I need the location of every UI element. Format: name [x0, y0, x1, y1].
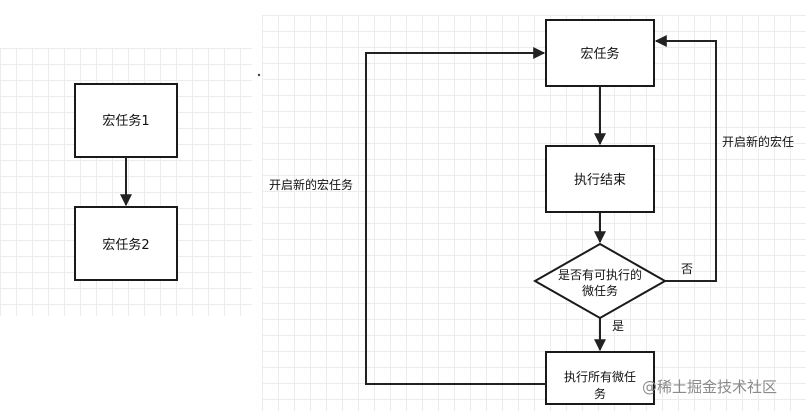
macro-task-label: 宏任务 [580, 46, 619, 62]
loop-label-right: 开启新的宏任 [722, 134, 794, 149]
yes-label: 是 [612, 319, 624, 333]
left-flowchart: 宏任务1 宏任务2 [74, 83, 178, 281]
execute-microtasks-label-line-1: 执行所有微任 [564, 370, 636, 384]
execute-microtasks-box [545, 351, 655, 405]
execute-microtasks-label-line-2: 务 [594, 386, 606, 401]
loop-label-left: 开启新的宏任务 [269, 177, 353, 192]
no-label: 否 [681, 262, 693, 276]
loop-arrow-right [654, 35, 717, 282]
decision-label-line-2: 微任务 [582, 283, 618, 298]
loop-arrow-left [365, 47, 546, 385]
right-flowchart: 宏任务 执行结束 是否有可执行的 微任务 执行所有微任 务 是 否 开启新的宏任… [257, 19, 794, 405]
macro-task-box [545, 19, 655, 87]
macro-task-1-label: 宏任务1 [102, 113, 149, 129]
macro-task-2-box [74, 206, 178, 281]
macro-task-2-label: 宏任务2 [102, 237, 149, 253]
decision-label-line-1: 是否有可执行的 [558, 267, 642, 282]
small-dot [257, 73, 261, 77]
execution-end-label: 执行结束 [574, 173, 626, 188]
watermark-text: @稀土掘金技术社区 [642, 378, 777, 396]
macro-task-1-box [74, 83, 178, 158]
